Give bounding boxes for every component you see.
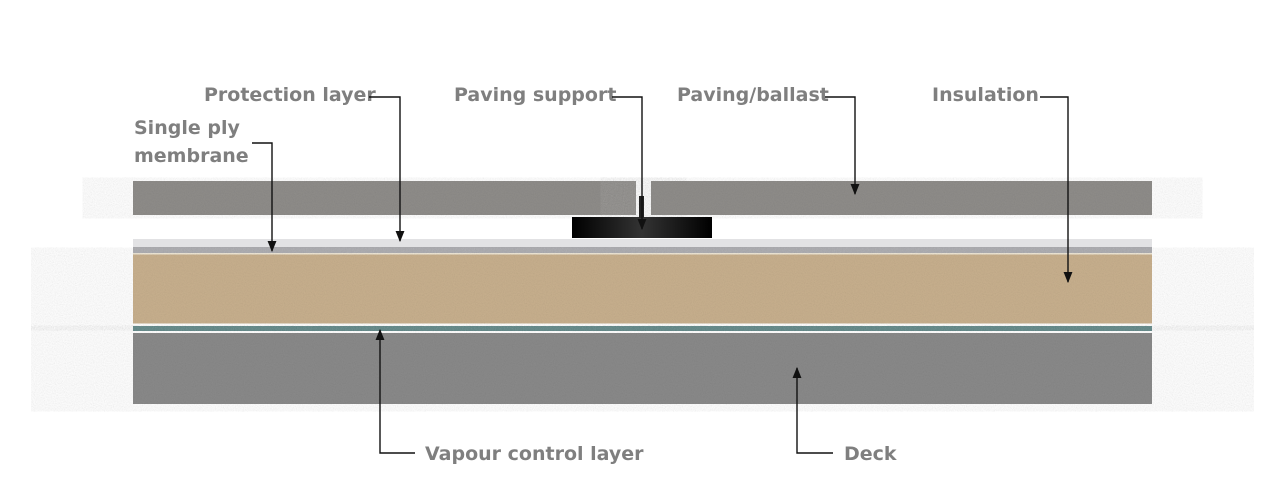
leader-deck — [792, 366, 833, 454]
label-protection-layer: Protection layer — [204, 84, 376, 106]
single-ply-membrane — [133, 247, 1152, 253]
membrane-edge — [133, 253, 1152, 255]
leader-single-ply-membrane — [252, 142, 277, 253]
label-single-ply-line1: Single ply — [134, 117, 240, 139]
protection-layer — [133, 239, 1152, 247]
paving-slab-left — [133, 181, 636, 215]
label-insulation: Insulation — [932, 84, 1039, 106]
insulation-layer — [133, 254, 1152, 324]
leader-paving-support — [612, 96, 647, 231]
leader-protection-layer — [369, 96, 405, 243]
leader-vapour-control-layer — [375, 328, 415, 454]
label-single-ply-line2: membrane — [134, 145, 249, 167]
leader-paving-ballast — [825, 96, 860, 196]
label-paving-ballast: Paving/ballast — [677, 84, 829, 106]
deck-layer — [133, 333, 1152, 404]
label-deck: Deck — [844, 443, 897, 465]
paving-slab-right — [651, 181, 1152, 215]
label-vapour-control-layer: Vapour control layer — [425, 443, 644, 465]
label-paving-support: Paving support — [454, 84, 616, 106]
vapour-control-layer — [133, 326, 1152, 331]
leader-insulation — [1040, 96, 1073, 284]
